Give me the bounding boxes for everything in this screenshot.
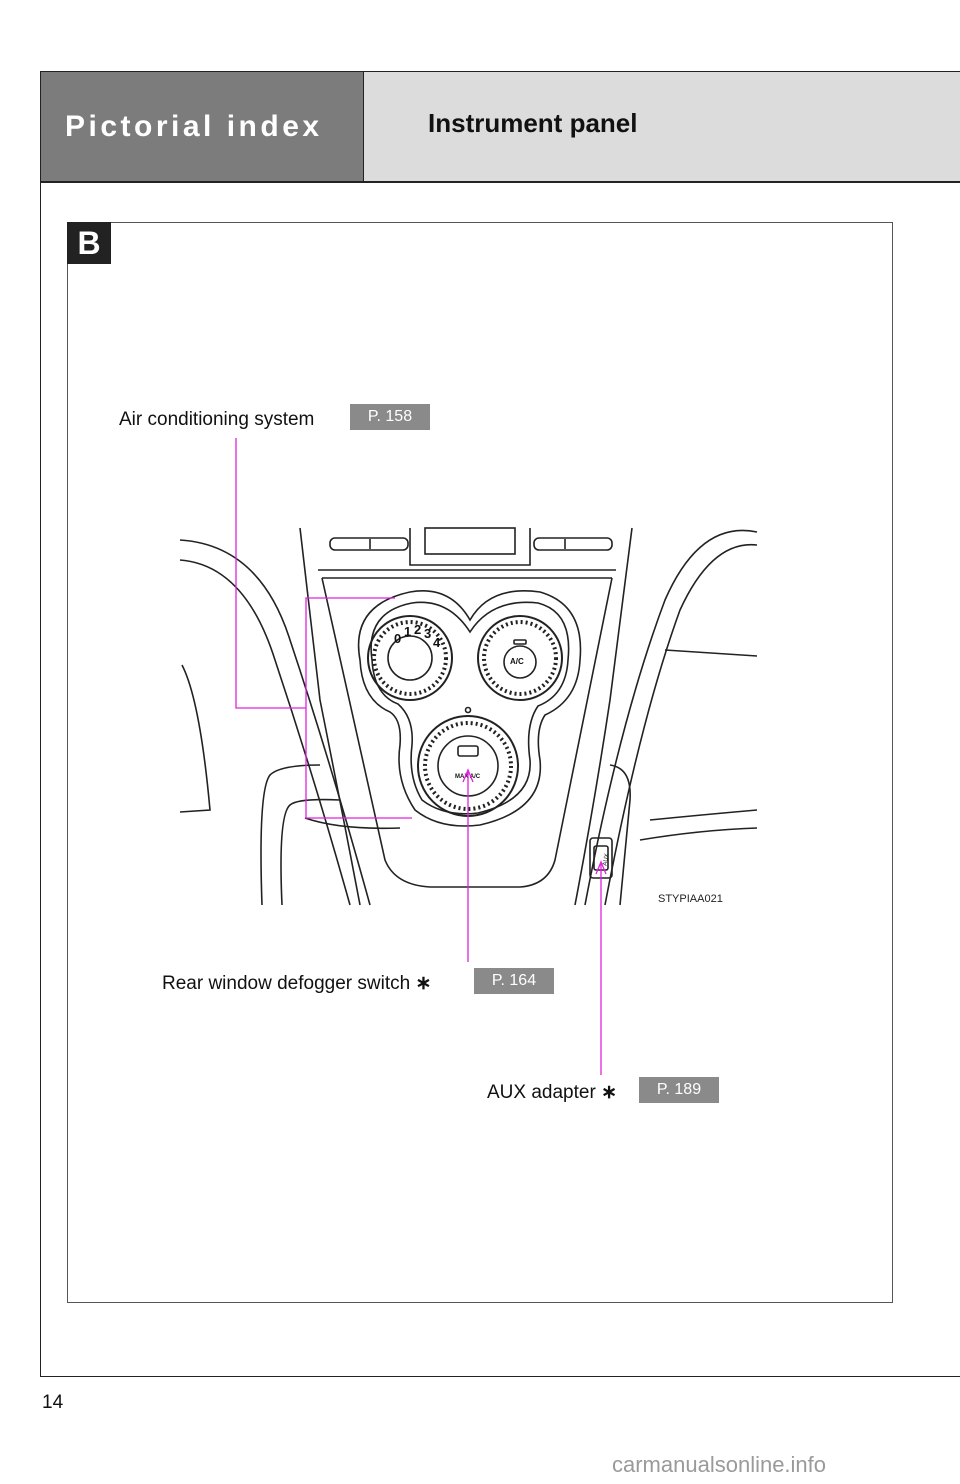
leader-lines: [235, 438, 607, 1075]
watermark: carmanualsonline.info: [612, 1452, 827, 1477]
arrow-defogger: [462, 768, 474, 783]
fan-mark-0: 0: [394, 631, 401, 646]
callout-label-aux: AUX adapter ∗: [487, 1082, 617, 1103]
arrow-aux: [595, 860, 607, 875]
fan-mark-2: 2: [414, 622, 421, 637]
figure-code: STYPIAA021: [658, 893, 723, 905]
page-ref-aux[interactable]: P. 189: [639, 1077, 719, 1103]
fan-mark-4: 4: [433, 635, 441, 650]
asterisk-mark: ∗: [601, 1082, 617, 1103]
asterisk-mark: ∗: [415, 973, 432, 994]
ac-button-label: A/C: [510, 657, 524, 666]
aux-jack-label: AUX: [602, 853, 610, 866]
page-frame: [40, 71, 960, 1377]
title-header: Instrument panel: [363, 72, 960, 181]
page-title: Instrument panel: [428, 108, 638, 138]
leader-line-air-conditioning: [235, 438, 306, 709]
page-number: 14: [42, 1392, 64, 1413]
fan-mark-1: 1: [404, 624, 411, 639]
section-label: Pictorial index: [65, 109, 323, 143]
section-badge: B: [67, 222, 111, 264]
page-ref-defogger[interactable]: P. 164: [474, 968, 554, 994]
header-divider: [41, 181, 960, 183]
fan-mark-3: 3: [424, 626, 431, 641]
bracket-air-conditioning: [305, 597, 412, 819]
illustration-panel: [67, 222, 893, 1303]
callout-label-air-conditioning: Air conditioning system: [119, 409, 315, 430]
section-header: Pictorial index: [41, 72, 363, 181]
dashboard-outline: [179, 527, 758, 906]
callout-label-defogger: Rear window defogger switch ∗: [162, 973, 432, 994]
page-ref-air-conditioning[interactable]: P. 158: [350, 404, 430, 430]
